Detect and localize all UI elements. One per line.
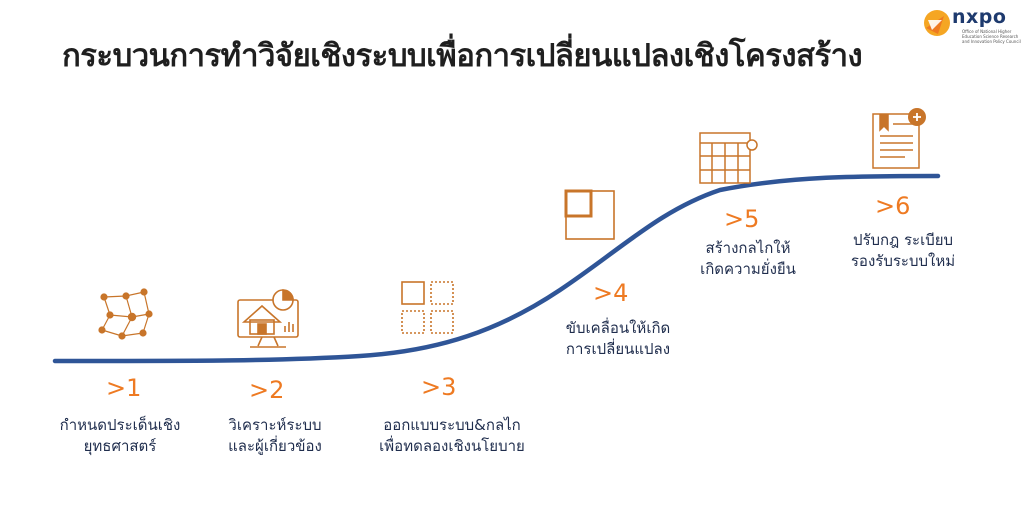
step-2-number: >2 bbox=[249, 376, 285, 404]
step-3-line1: ออกแบบระบบ&กลไก bbox=[383, 416, 521, 434]
calendar-system-icon bbox=[699, 132, 758, 184]
nxpo-logo: nxpo Office of National Higher Education… bbox=[922, 6, 1022, 46]
step-4-label: ขับเคลื่อนให้เกิด การเปลี่ยนแปลง bbox=[538, 318, 698, 360]
step-6-line1: ปรับกฎ ระเบียบ bbox=[852, 231, 954, 249]
step-1-number: >1 bbox=[106, 374, 142, 402]
step-1-line1: กำหนดประเด็นเชิง bbox=[59, 416, 181, 434]
step-2-label: วิเคราะห์ระบบ และผู้เกี่ยวข้อง bbox=[195, 415, 355, 457]
network-nodes-icon bbox=[98, 288, 153, 340]
step-5-line2: เกิดความยั่งยืน bbox=[700, 260, 796, 278]
step-6-line2: รองรับระบบใหม่ bbox=[850, 252, 956, 270]
step-4-number: >4 bbox=[593, 279, 629, 307]
step-6-label: ปรับกฎ ระเบียบ รองรับระบบใหม่ bbox=[818, 230, 988, 272]
step-2-line2: และผู้เกี่ยวข้อง bbox=[228, 437, 322, 455]
logo-subtitle: Office of National Higher Education Scie… bbox=[962, 29, 1021, 44]
curve-line bbox=[52, 173, 941, 364]
step-4-line2: การเปลี่ยนแปลง bbox=[565, 340, 671, 358]
expand-square-icon bbox=[564, 189, 615, 240]
logo-wordmark: nxpo bbox=[952, 6, 1007, 28]
page-title: กระบวนการทำวิจัยเชิงระบบเพื่อการเปลี่ยนแ… bbox=[62, 38, 863, 74]
step-1-label: กำหนดประเด็นเชิง ยุทธศาสตร์ bbox=[40, 415, 200, 457]
step-1-line2: ยุทธศาสตร์ bbox=[83, 437, 157, 455]
step-5-label: สร้างกลไกให้ เกิดความยั่งยืน bbox=[668, 238, 828, 280]
step-3-line2: เพื่อทดลองเชิงนโยบาย bbox=[379, 437, 525, 455]
regulation-document-icon bbox=[872, 108, 926, 169]
analytics-monitor-icon bbox=[237, 289, 299, 348]
step-6-number: >6 bbox=[875, 192, 911, 220]
step-3-label: ออกแบบระบบ&กลไก เพื่อทดลองเชิงนโยบาย bbox=[352, 415, 552, 457]
step-5-line1: สร้างกลไกให้ bbox=[705, 239, 791, 257]
step-5-number: >5 bbox=[724, 205, 760, 233]
step-4-line1: ขับเคลื่อนให้เกิด bbox=[565, 319, 671, 337]
step-3-number: >3 bbox=[421, 373, 457, 401]
grid-design-icon bbox=[401, 281, 454, 334]
nxpo-logo-icon bbox=[924, 10, 950, 36]
step-2-line1: วิเคราะห์ระบบ bbox=[228, 416, 322, 434]
